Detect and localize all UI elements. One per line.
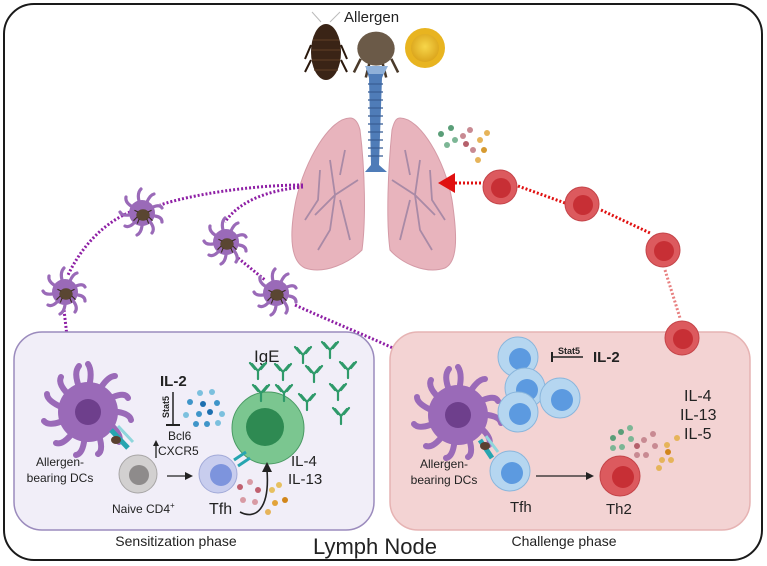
cockroach-icon: [304, 11, 348, 80]
chal-dc-label-1: Allergen-: [420, 457, 468, 471]
chal-stat5-label: Stat5: [558, 346, 580, 356]
challenge-phase-label: Challenge phase: [511, 533, 616, 549]
sens-tfh-label: Tfh: [209, 501, 232, 518]
sensitization-phase-label: Sensitization phase: [115, 533, 237, 549]
cxcr5-label: CXCR5: [158, 444, 199, 458]
chal-tfh-label: Tfh: [510, 499, 532, 516]
chal-il4-label: IL-4: [684, 388, 712, 405]
bcell-help-arrowhead: [262, 462, 272, 472]
cytokine-dots-lung: [438, 125, 490, 163]
sens-stat5-label: Stat5: [161, 396, 171, 418]
chal-dc-label-2: bearing DCs: [411, 473, 478, 487]
chal-tfh-cell: [489, 450, 531, 492]
lymph-node-title: Lymph Node: [313, 534, 437, 559]
ige-label: IgE: [254, 347, 280, 366]
left-lung-icon: [291, 117, 365, 271]
sens-cytokine-dots: [237, 479, 288, 515]
chal-il5-label: IL-5: [684, 426, 712, 443]
sens-il4-label: IL-4: [291, 453, 317, 470]
upregulation-arrowhead: [153, 440, 159, 446]
bcl6-label: Bcl6: [168, 429, 192, 443]
tfh-cluster-cell-4: [497, 391, 539, 433]
sens-il2-label: IL-2: [160, 373, 187, 390]
sens-tfh-cell: [198, 454, 238, 494]
sens-dc-label-2: bearing DCs: [27, 471, 94, 485]
th2-arrowhead: [438, 173, 455, 193]
migrating-th2-2: [564, 186, 600, 222]
il2-dots: [183, 389, 225, 427]
naive-to-tfh-arrowhead: [185, 472, 193, 480]
right-lung-icon: [387, 117, 457, 271]
sens-tcr-mhc-contact: [109, 424, 135, 450]
b-cell: [231, 391, 305, 465]
chal-il2-label: IL-2: [593, 349, 620, 366]
tfh-cluster-cell-3: [539, 377, 581, 419]
th2-cell: [599, 455, 641, 497]
tfh-to-th2-arrowhead: [586, 472, 594, 480]
migrating-th2-3: [645, 232, 681, 268]
migrating-th2-1: [482, 169, 518, 205]
bcell-help-arrow: [239, 469, 269, 516]
chal-tcr-mhc-contact: [477, 435, 500, 460]
migrating-th2-4: [664, 320, 700, 356]
sens-il13-label: IL-13: [288, 471, 322, 488]
th2-migration-path: [455, 181, 682, 319]
chal-il13-label: IL-13: [680, 407, 717, 424]
pollen-icon: [405, 28, 445, 68]
allergen-label: Allergen: [344, 9, 399, 26]
th2-label: Th2: [606, 501, 632, 518]
sens-dc-label-1: Allergen-: [36, 455, 84, 469]
tfh-bcell-contact: [233, 450, 251, 468]
naive-cd4-cell: [118, 454, 158, 494]
naive-cd4-label: Naive CD4+: [112, 501, 175, 516]
chal-cytokine-dots: [610, 425, 680, 471]
